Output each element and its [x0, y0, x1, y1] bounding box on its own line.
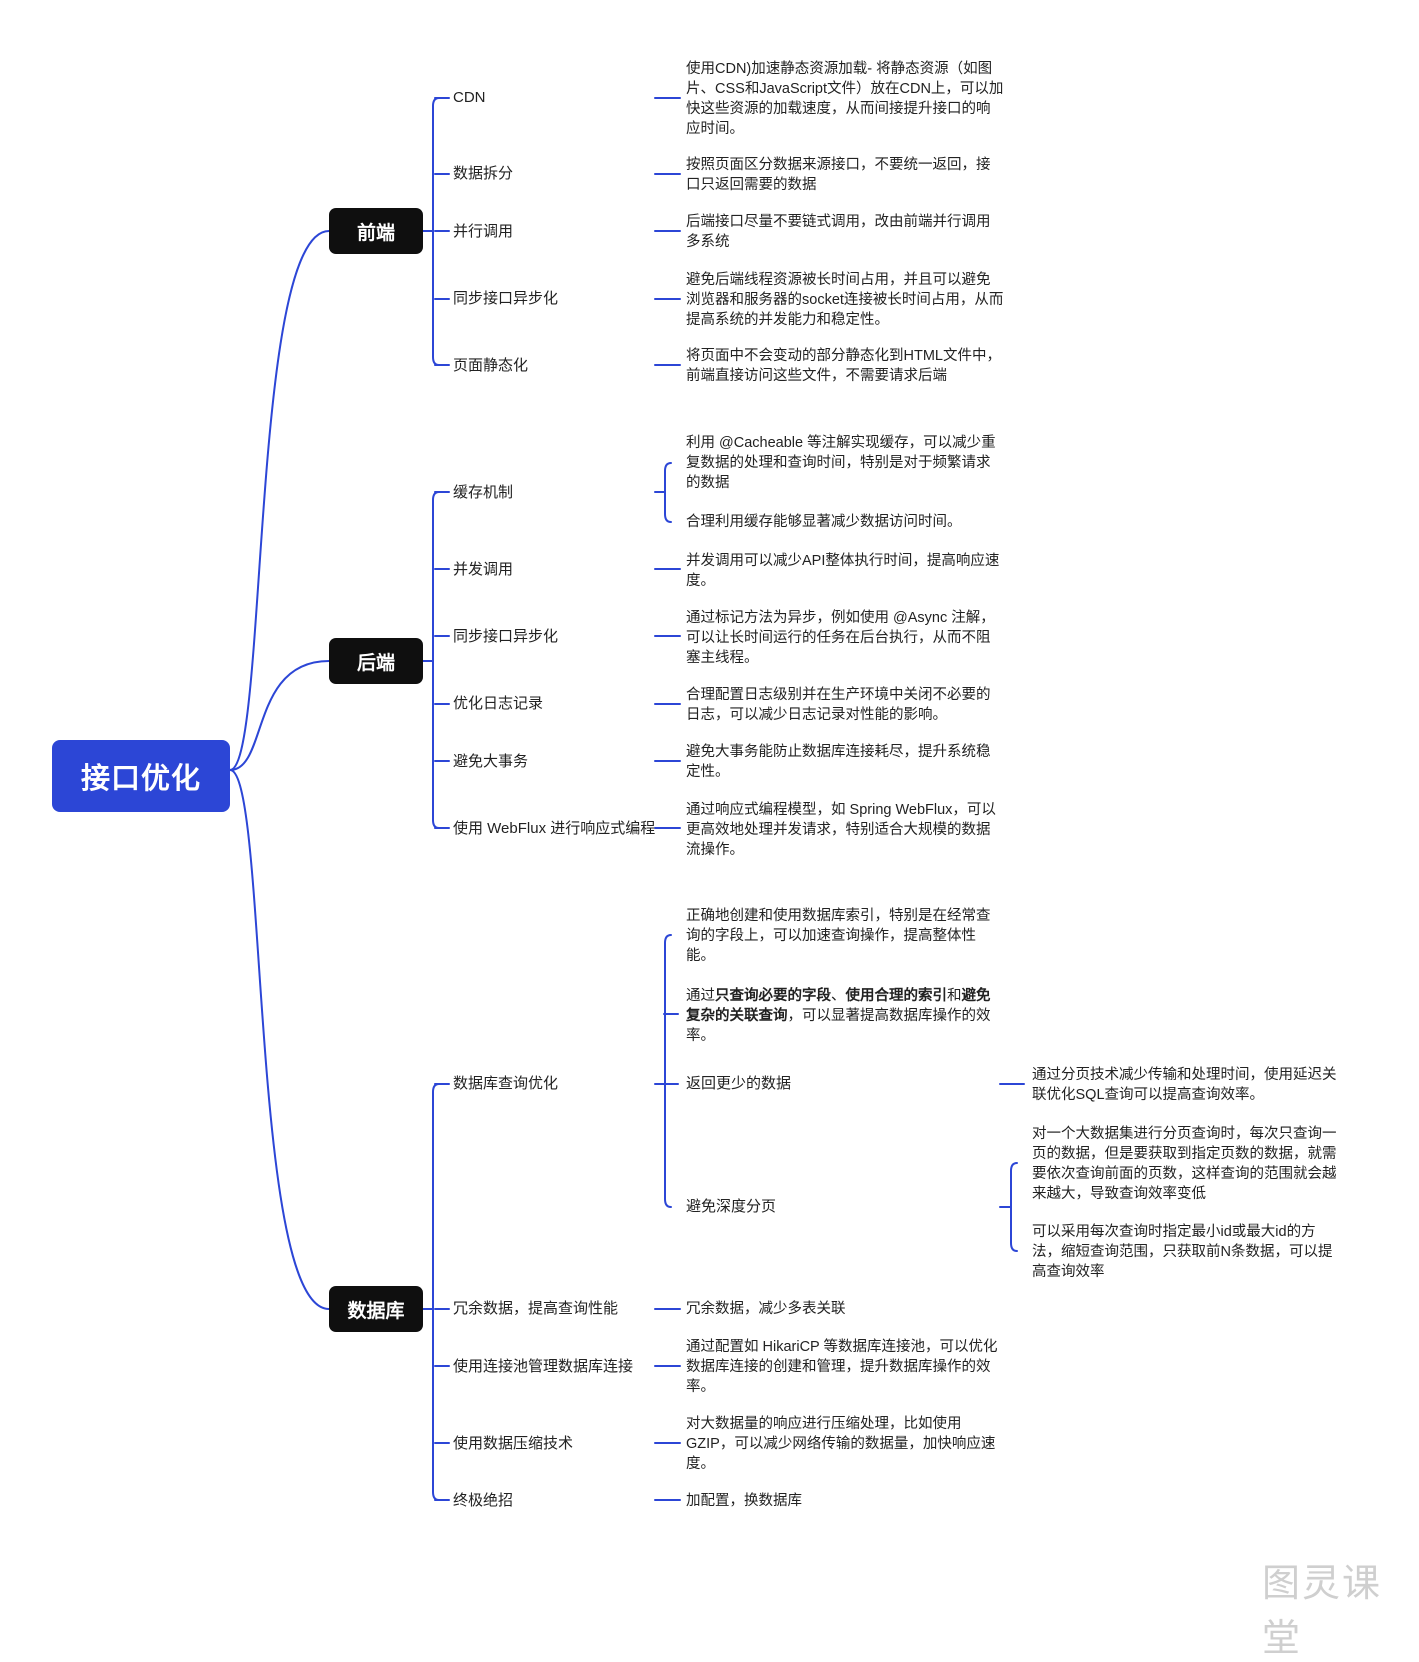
- category-frontend[interactable]: 前端: [329, 208, 423, 254]
- topic-avoid-big-transaction[interactable]: 避免大事务: [453, 753, 529, 770]
- note-parallel-call: 后端接口尽量不要链式调用，改由前端并行调用多系统: [686, 214, 991, 250]
- topic-sync-to-async-frontend[interactable]: 同步接口异步化: [453, 290, 559, 307]
- topic-webflux[interactable]: 使用 WebFlux 进行响应式编程: [453, 820, 656, 837]
- topic-redundant-data[interactable]: 冗余数据，提高查询性能: [453, 1300, 619, 1317]
- topic-concurrent-call[interactable]: 并发调用: [453, 561, 514, 578]
- category-database[interactable]: 数据库: [329, 1286, 423, 1332]
- topic-ultimate-move[interactable]: 终极绝招: [453, 1492, 514, 1509]
- note-connection-pool: 通过配置如 HikariCP 等数据库连接池，可以优化数据库连接的创建和管理，提…: [686, 1339, 998, 1395]
- topic-avoid-deep-paging[interactable]: 避免深度分页: [686, 1198, 777, 1215]
- topic-return-less-data[interactable]: 返回更少的数据: [686, 1075, 792, 1092]
- topic-connection-pool[interactable]: 使用连接池管理数据库连接: [453, 1358, 634, 1375]
- bracket-cache-bracket: [664, 462, 672, 523]
- bracket-database-bracket: [432, 1083, 440, 1501]
- watermark: 图灵课堂: [1262, 1561, 1383, 1660]
- note-page-static: 将页面中不会变动的部分静态化到HTML文件中，前端直接访问这些文件，不需要请求后…: [686, 348, 1001, 384]
- note-cdn: 使用CDN)加速静态资源加载- 将静态资源（如图片、CSS和JavaScript…: [686, 61, 1004, 137]
- branch-frontend: [229, 230, 330, 771]
- topic-page-static[interactable]: 页面静态化: [453, 357, 529, 374]
- note-logging: 合理配置日志级别并在生产环境中关闭不必要的日志，可以减少日志记录对性能的影响。: [686, 687, 991, 723]
- note-deep-paging-solution: 可以采用每次查询时指定最小id或最大id的方法，缩短查询范围，只获取前N条数据，…: [1032, 1224, 1333, 1280]
- note-deep-paging-problem: 对一个大数据集进行分页查询时，每次只查询一页的数据，但是要获取到指定页数的数据，…: [1032, 1126, 1337, 1202]
- branch-backend: [229, 660, 330, 771]
- bracket-backend-bracket: [432, 491, 440, 829]
- note-sync-to-async-frontend: 避免后端线程资源被长时间占用，并且可以避免浏览器和服务器的socket连接被长时…: [686, 272, 1004, 328]
- note-data-split: 按照页面区分数据来源接口，不要统一返回，接口只返回需要的数据: [686, 157, 991, 193]
- topic-parallel-call[interactable]: 并行调用: [453, 223, 514, 240]
- bracket-deep-paging-bracket: [1010, 1162, 1018, 1252]
- note-concurrent-call: 并发调用可以减少API整体执行时间，提高响应速度。: [686, 553, 1000, 589]
- note-ultimate-move: 加配置，换数据库: [686, 1493, 802, 1509]
- topic-query-optimization[interactable]: 数据库查询优化: [453, 1075, 559, 1092]
- note-webflux: 通过响应式编程模型，如 Spring WebFlux，可以更高效地处理并发请求，…: [686, 802, 996, 858]
- note-return-less-data: 通过分页技术减少传输和处理时间，使用延迟关联优化SQL查询可以提高查询效率。: [1032, 1067, 1337, 1103]
- note-index: 正确地创建和使用数据库索引，特别是在经常查询的字段上，可以加速查询操作，提高整体…: [686, 908, 991, 964]
- root-node[interactable]: 接口优化: [52, 740, 230, 812]
- note-avoid-big-transaction: 避免大事务能防止数据库连接耗尽，提升系统稳定性。: [686, 744, 991, 780]
- bracket-query-bracket: [664, 934, 672, 1208]
- branch-database: [229, 769, 330, 1310]
- topic-cdn[interactable]: CDN: [453, 89, 486, 106]
- connector-lines: [229, 97, 1025, 1501]
- note-cache-2: 合理利用缓存能够显著减少数据访问时间。: [686, 514, 962, 530]
- note-redundant-data: 冗余数据，减少多表关联: [686, 1301, 846, 1317]
- topic-cache[interactable]: 缓存机制: [453, 484, 514, 501]
- note-cache-1: 利用 @Cacheable 等注解实现缓存，可以减少重复数据的处理和查询时间，特…: [686, 435, 996, 491]
- topic-compression[interactable]: 使用数据压缩技术: [453, 1435, 574, 1452]
- topic-sync-to-async-backend[interactable]: 同步接口异步化: [453, 628, 559, 645]
- note-sync-to-async-backend: 通过标记方法为异步，例如使用 @Async 注解，可以让长时间运行的任务在后台执…: [686, 610, 995, 666]
- topic-logging[interactable]: 优化日志记录: [453, 695, 544, 712]
- category-backend[interactable]: 后端: [329, 638, 423, 684]
- note-compression: 对大数据量的响应进行压缩处理，比如使用 GZIP，可以减少网络传输的数据量，加快…: [686, 1416, 996, 1472]
- note-query-efficiency: 通过只查询必要的字段、使用合理的索引和避免复杂的关联查询，可以显著提高数据库操作…: [686, 988, 991, 1044]
- topic-data-split[interactable]: 数据拆分: [453, 165, 514, 182]
